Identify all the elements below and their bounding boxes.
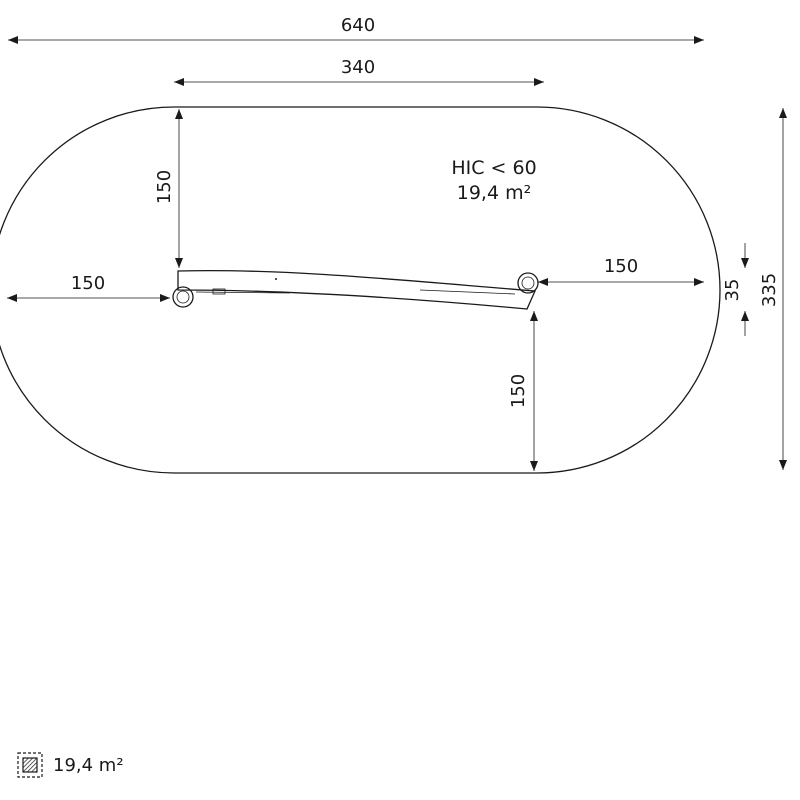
support-post-right-inner — [521, 276, 535, 290]
safety-zone-outline — [0, 106, 721, 474]
dimension-label-left-horizontal-150: 150 — [71, 273, 105, 294]
hic-label: HIC < 60 — [451, 157, 536, 179]
balance-beam — [172, 269, 539, 310]
dimension-label-left-vertical-150: 150 — [154, 170, 175, 204]
beam-marker-dot — [275, 278, 277, 280]
dimension-label-340: 340 — [341, 57, 375, 78]
support-post-right-outer — [517, 272, 539, 294]
zone-area-label: 19,4 m² — [457, 182, 531, 204]
beam-detail-line — [195, 291, 291, 294]
beam-bracket-left — [212, 288, 226, 295]
support-post-left-outer — [172, 286, 194, 308]
dimension-label-right-vertical-150: 150 — [508, 374, 529, 408]
legend-area-label: 19,4 m² — [53, 754, 124, 776]
hatched-area-icon — [17, 752, 43, 778]
beam-detail-line-right — [419, 289, 516, 295]
dimension-label-right-horizontal-150: 150 — [604, 256, 638, 277]
support-post-left-inner — [176, 290, 190, 304]
dimension-label-35: 35 — [722, 279, 743, 302]
beam-body — [177, 269, 536, 310]
legend: 19,4 m² — [17, 752, 124, 778]
dimension-label-335: 335 — [759, 273, 780, 307]
dimension-label-640: 640 — [341, 15, 375, 36]
